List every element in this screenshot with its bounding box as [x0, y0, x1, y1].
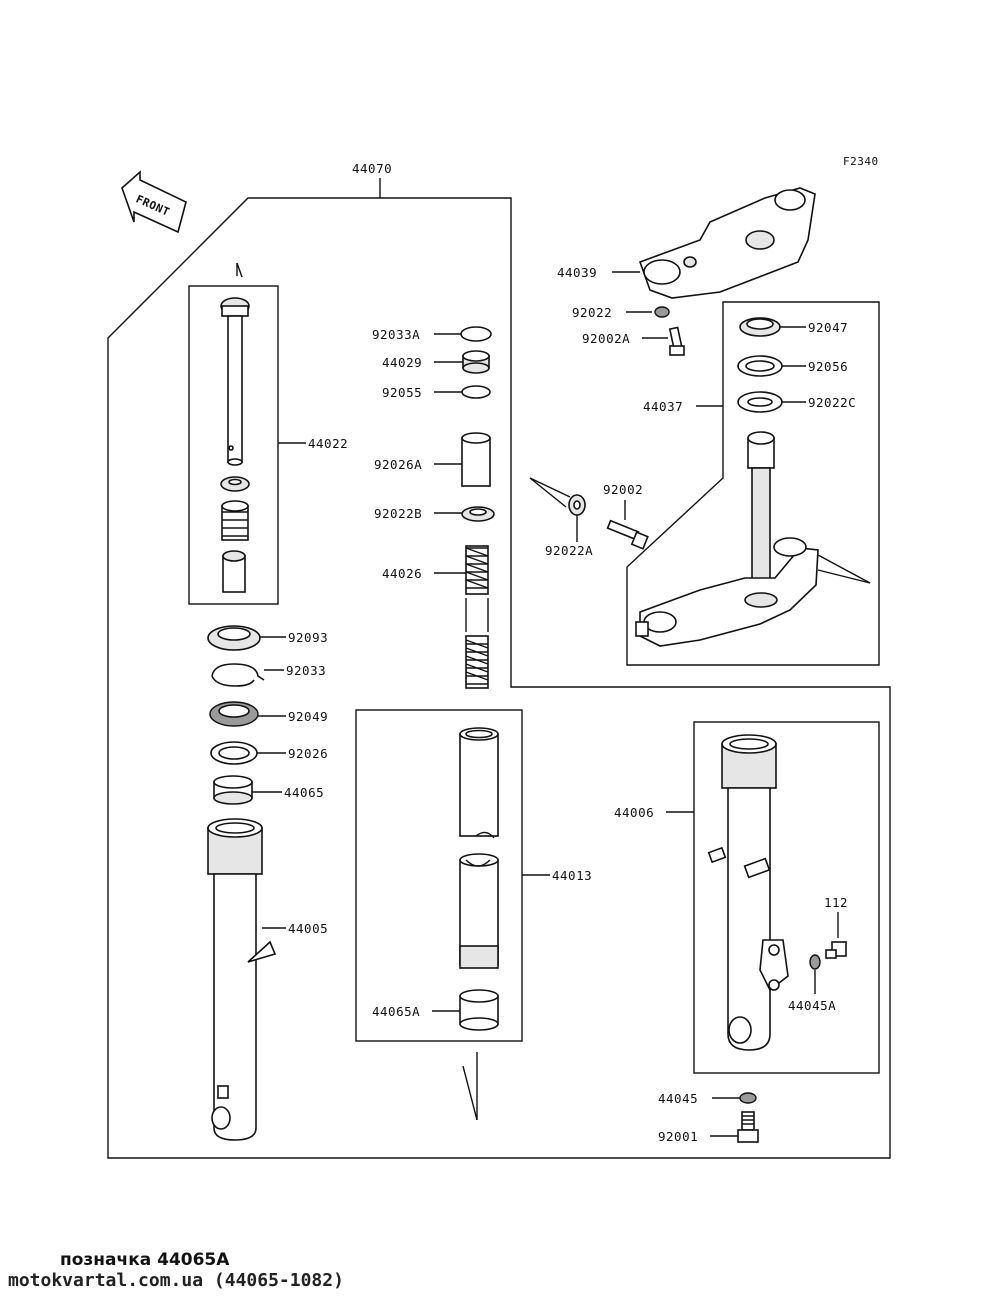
guide-bushing-44065	[213, 775, 253, 805]
label-44045: 44045	[658, 1091, 698, 1106]
caption-source: motokvartal.com.ua (44065-1082)	[8, 1270, 344, 1291]
stem-box-44037	[626, 301, 880, 666]
outer-tube-44005	[207, 818, 277, 1141]
label-92033: 92033	[286, 663, 326, 678]
label-44026: 44026	[382, 566, 422, 581]
front-arrow-icon: FRONT	[121, 170, 187, 234]
label-92022A: 92022A	[545, 543, 593, 558]
label-92056: 92056	[808, 359, 848, 374]
label-44005: 44005	[288, 921, 328, 936]
washer-44045A	[809, 954, 821, 970]
bolt-92002A	[668, 326, 685, 356]
steering-stem-lower-bracket	[635, 431, 819, 647]
label-44065A: 44065A	[372, 1004, 420, 1019]
label-92022B: 92022B	[374, 506, 422, 521]
washer-92022C	[737, 391, 783, 413]
cylinder-unit-44022	[220, 297, 250, 593]
upper-bracket-44039	[638, 187, 816, 299]
label-92002: 92002	[603, 482, 643, 497]
washer-92022B	[461, 506, 495, 522]
spring-seat-44029	[462, 350, 490, 374]
label-92022C: 92022C	[808, 395, 856, 410]
washer-92026	[210, 741, 258, 765]
oil-seal-92049	[209, 701, 259, 727]
caption-part-note: позначка 44065A	[60, 1250, 230, 1270]
inner-tube-44013	[459, 727, 499, 969]
label-44029: 44029	[382, 355, 422, 370]
box-44022	[188, 285, 279, 605]
label-92093: 92093	[288, 630, 328, 645]
label-44037: 44037	[643, 399, 683, 414]
washer-44045	[739, 1092, 757, 1104]
label-92026: 92026	[288, 746, 328, 761]
assembly-outline-44070	[107, 197, 891, 1159]
figure-code: F2340	[843, 155, 879, 168]
label-92047: 92047	[808, 320, 848, 335]
bolt-92002	[606, 519, 649, 550]
dust-seal-92093	[207, 625, 261, 651]
bushing-44065A	[459, 989, 499, 1031]
collar-92026A	[461, 432, 491, 487]
label-44006: 44006	[614, 805, 654, 820]
label-44070: 44070	[352, 161, 392, 176]
label-112: 112	[824, 895, 848, 910]
label-92001: 92001	[658, 1129, 698, 1144]
washer-92022	[654, 306, 670, 318]
label-92026A: 92026A	[374, 457, 422, 472]
label-44013: 44013	[552, 868, 592, 883]
o-ring-92055	[461, 385, 491, 399]
bolt-92001	[737, 1111, 759, 1143]
label-92022: 92022	[572, 305, 612, 320]
circlip-92033	[211, 663, 265, 687]
bearing-92056	[737, 355, 783, 377]
circlip-92033A	[460, 326, 492, 342]
label-44039: 44039	[557, 265, 597, 280]
label-92033A: 92033A	[372, 327, 420, 342]
label-44022: 44022	[308, 436, 348, 451]
bearing-seal-92047	[739, 317, 781, 337]
bolt-112	[825, 941, 847, 959]
label-92055: 92055	[382, 385, 422, 400]
label-92049: 92049	[288, 709, 328, 724]
fork-spring-44026	[465, 545, 489, 689]
label-92002A: 92002A	[582, 331, 630, 346]
outer-tube-44006	[707, 734, 789, 1051]
label-44045A: 44045A	[788, 998, 836, 1013]
box-44006	[693, 721, 880, 1074]
label-44065: 44065	[284, 785, 324, 800]
washer-92022A	[568, 494, 586, 516]
